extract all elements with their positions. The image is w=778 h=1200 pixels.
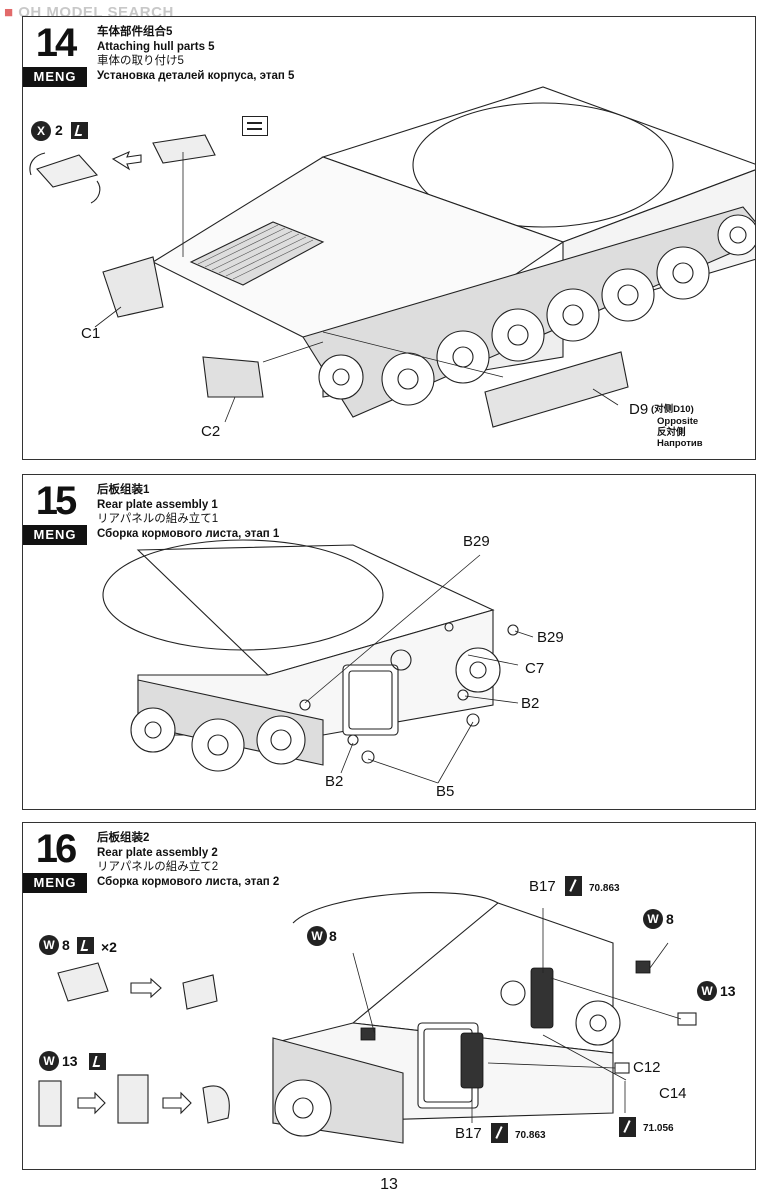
- page-number: 13: [380, 1176, 398, 1193]
- step-badge: 15 MENG: [23, 475, 87, 545]
- weld-badge: W: [39, 935, 59, 955]
- count-w8-right: 8: [666, 911, 674, 927]
- label-c7: C7: [525, 660, 545, 677]
- label-b2-right: B2: [521, 695, 540, 712]
- title-ru: Установка деталей корпуса, этап 5: [97, 69, 295, 82]
- hull-illustration: [29, 86, 755, 428]
- b17-bottom-code: 70.863: [515, 1130, 546, 1141]
- label-c14: C14: [659, 1085, 687, 1102]
- label-b17-bottom: B17: [455, 1125, 482, 1142]
- step-titles: 后板组装1 Rear plate assembly 1 リアパネルの組み立て1 …: [97, 483, 279, 541]
- label-b5: B5: [436, 783, 455, 800]
- multiplier: ×2: [101, 939, 117, 955]
- title-ja: 車体の取り付け5: [97, 55, 184, 67]
- c14-code: 71.056: [643, 1123, 674, 1134]
- part-count: 2: [55, 122, 63, 138]
- label-b2-left: B2: [325, 773, 344, 790]
- label-d9: D9: [629, 401, 649, 418]
- d9-note: (对侧D10): [651, 404, 694, 415]
- step-15-panel: 15 MENG 后板组装1 Rear plate assembly 1 リアパネ…: [22, 474, 756, 810]
- paint-brush-icon: [565, 876, 582, 896]
- title-ru: Сборка кормового листа, этап 1: [97, 527, 280, 540]
- paint-brush-icon: [491, 1123, 508, 1143]
- title-ja: リアパネルの組み立て2: [97, 861, 219, 873]
- brand-logo: MENG: [23, 525, 87, 545]
- step-number: 16: [35, 827, 78, 871]
- step-16-panel: 16 MENG 后板组装2 Rear plate assembly 2 リアパネ…: [22, 822, 756, 1170]
- title-ja: リアパネルの組み立て1: [97, 513, 219, 525]
- title-en: Rear plate assembly 1: [97, 498, 218, 511]
- paint-brush-icon: [619, 1117, 636, 1137]
- label-c2: C2: [201, 423, 221, 440]
- title-en: Rear plate assembly 2: [97, 846, 218, 859]
- step-titles: 车体部件组合5 Attaching hull parts 5 車体の取り付け5 …: [97, 25, 294, 83]
- label-b17-top: B17: [529, 878, 556, 895]
- title-zh: 后板组装2: [97, 832, 150, 844]
- weld-badge: W: [307, 926, 327, 946]
- step-14-panel: 14 MENG 车体部件组合5 Attaching hull parts 5 車…: [22, 16, 756, 460]
- step-number: 14: [35, 21, 78, 65]
- count-w8: 8: [62, 937, 70, 953]
- label-b29-right: B29: [537, 629, 564, 646]
- label-c1: C1: [81, 325, 101, 342]
- swap-icon: [242, 116, 268, 136]
- opposite-en: Opposite: [657, 416, 699, 427]
- step-badge: 16 MENG: [23, 823, 87, 893]
- weld-badge: W: [643, 909, 663, 929]
- title-zh: 后板组装1: [97, 484, 150, 496]
- x-badge: X: [31, 121, 51, 141]
- cement-icon: [89, 1053, 106, 1070]
- weld-badge: W: [697, 981, 717, 1001]
- b17-top-code: 70.863: [589, 883, 620, 894]
- cement-icon: [77, 937, 94, 954]
- step-titles: 后板组装2 Rear plate assembly 2 リアパネルの組み立て2 …: [97, 831, 279, 889]
- title-en: Attaching hull parts 5: [97, 40, 215, 53]
- label-c12: C12: [633, 1059, 661, 1076]
- count-w13: 13: [62, 1053, 78, 1069]
- brand-logo: MENG: [23, 67, 87, 87]
- opposite-ja: 反対側: [657, 427, 686, 438]
- step-badge: 14 MENG: [23, 17, 87, 87]
- step-number: 15: [35, 479, 78, 523]
- count-w13-right: 13: [720, 983, 736, 999]
- title-zh: 车体部件组合5: [97, 26, 173, 38]
- cement-icon: [71, 122, 88, 139]
- title-ru: Сборка кормового листа, этап 2: [97, 875, 280, 888]
- rear-plate-2-illustration: [38, 892, 697, 1144]
- opposite-ru: Напротив: [657, 438, 703, 449]
- brand-logo: MENG: [23, 873, 87, 893]
- label-b29-top: B29: [463, 533, 490, 550]
- rear-plate-illustration: [102, 539, 534, 784]
- weld-badge: W: [39, 1051, 59, 1071]
- count-w8-body: 8: [329, 928, 337, 944]
